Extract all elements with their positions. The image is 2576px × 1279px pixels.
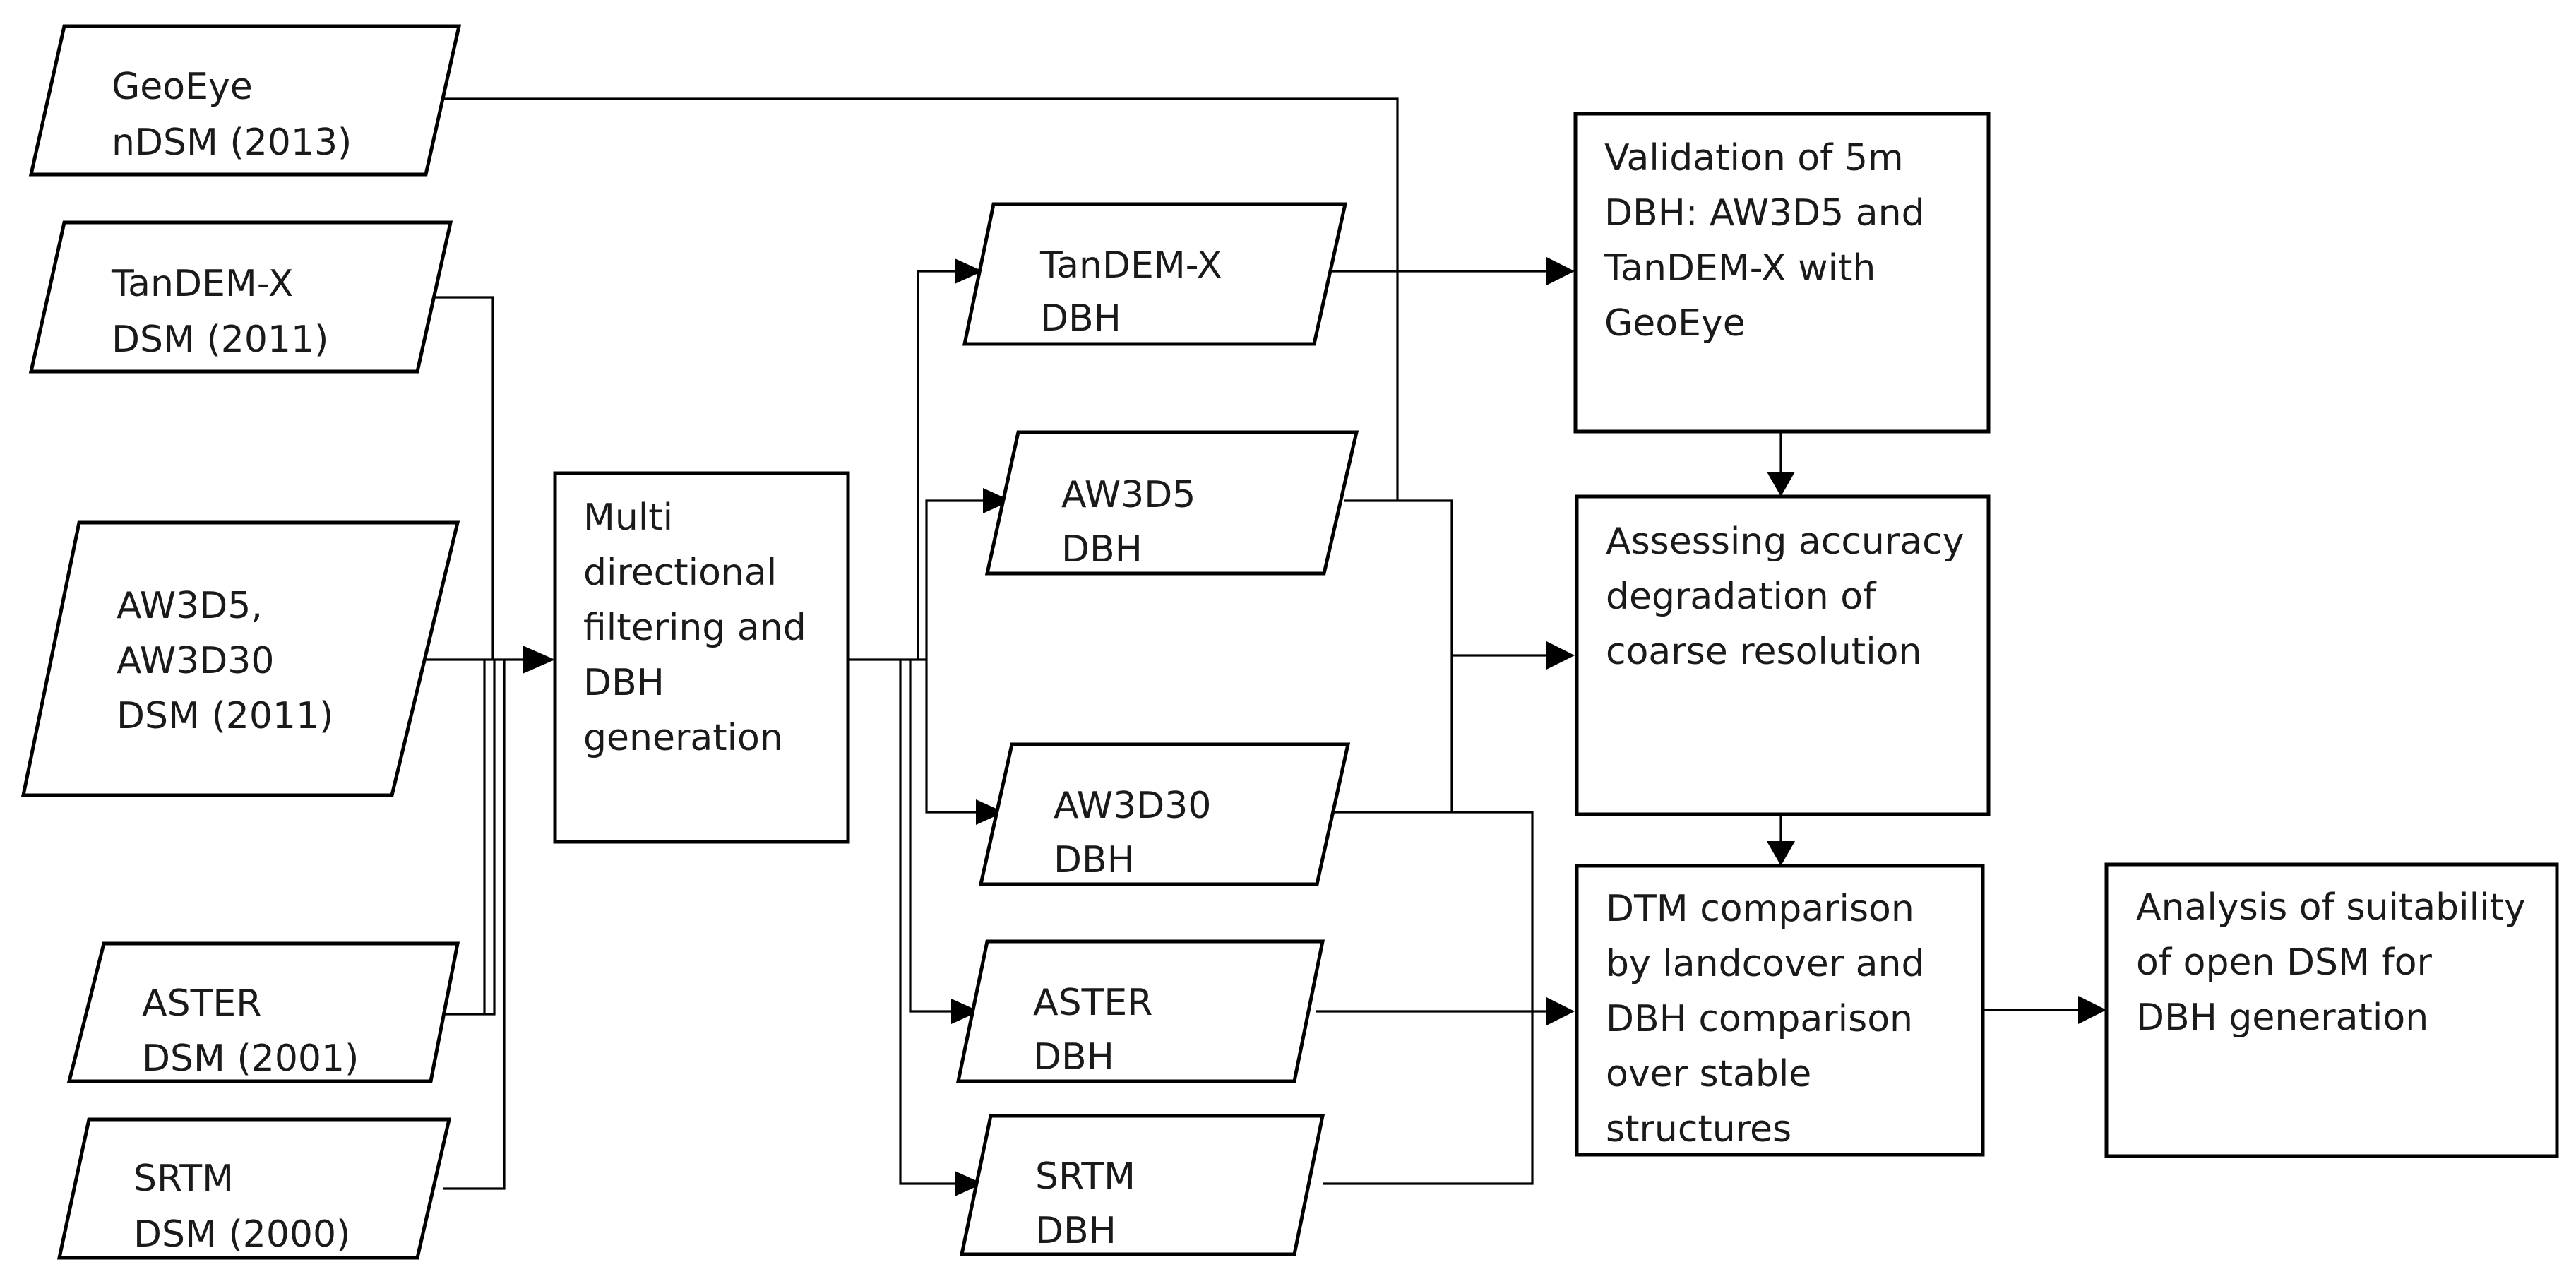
filtering-line1: Multi: [583, 496, 673, 539]
srtm-dbh-line2: DBH: [1035, 1210, 1116, 1252]
analysis-accuracy-box: Assessing accuracy degradation of coarse…: [1575, 494, 1991, 816]
aw3d-dsm-line2: AW3D30: [117, 640, 274, 682]
arrowhead-into-validation: [1546, 257, 1575, 285]
suitability-line2: of open DSM for: [2136, 941, 2433, 984]
input-tandemx-dsm: TanDEM-X DSM (2011): [28, 220, 453, 374]
aster-dbh-line2: DBH: [1033, 1036, 1114, 1078]
input-geoeye-ndsm: GeoEye nDSM (2013): [28, 24, 462, 177]
connector-to-aw3d5-dbh: [925, 499, 986, 660]
aw3d-dsm-line1: AW3D5,: [117, 585, 263, 627]
validation-line3: TanDEM-X with: [1604, 247, 1876, 290]
arrowhead-into-aster-dbh: [951, 999, 979, 1024]
filtering-line4: DBH: [583, 662, 664, 704]
comparison-line5: structures: [1606, 1108, 1791, 1150]
srtm-dbh-line1: SRTM: [1035, 1155, 1135, 1198]
srtm-dsm-line1: SRTM: [133, 1158, 234, 1200]
process-filtering-box: Multi directional filtering and DBH gene…: [553, 471, 850, 844]
comparison-line3: DBH comparison: [1606, 998, 1913, 1040]
filtering-line2: directional: [583, 552, 777, 594]
connectors: [425, 97, 2080, 1190]
accuracy-line1: Assessing accuracy: [1606, 520, 1964, 563]
accuracy-line3: coarse resolution: [1606, 631, 1921, 673]
connector-srtm-dsm: [443, 660, 506, 1190]
geoeye-line2: nDSM (2013): [112, 121, 352, 164]
aw3d5-dbh-line1: AW3D5: [1061, 474, 1195, 516]
connector-aster-dsm: [443, 660, 496, 1016]
connector-aw3d30-srtm-to-comparison: [1323, 811, 1534, 1185]
connector-to-srtm-dbh: [899, 660, 958, 1185]
tandemx-dsm-line1: TanDEM-X: [111, 263, 294, 305]
output-aw3d30-dbh: AW3D30 DBH: [978, 742, 1351, 886]
input-aw3d-dsm: AW3D5, AW3D30 DSM (2011): [20, 520, 460, 797]
comparison-line1: DTM comparison: [1606, 888, 1914, 930]
tandemx-dbh-line2: DBH: [1040, 297, 1121, 340]
srtm-dsm-line2: DSM (2000): [133, 1213, 350, 1256]
filtering-line3: filtering and: [583, 607, 806, 649]
input-aster-dsm: ASTER DSM (2001): [66, 941, 460, 1083]
connector-geoeye: [439, 97, 1399, 501]
validation-line1: Validation of 5m: [1604, 137, 1904, 179]
arrowhead-into-suitability: [2078, 996, 2106, 1024]
arrowhead-into-comparison-top: [1767, 841, 1795, 866]
arrowhead-into-tandemx-dbh: [955, 258, 983, 284]
aster-dsm-line2: DSM (2001): [142, 1037, 359, 1080]
aster-dbh-line1: ASTER: [1033, 982, 1152, 1024]
aw3d30-dbh-line1: AW3D30: [1054, 785, 1211, 827]
aw3d30-dbh-line2: DBH: [1054, 839, 1135, 881]
connector-to-aster-dbh: [909, 660, 955, 1013]
output-aster-dbh: ASTER DBH: [955, 939, 1325, 1083]
aw3d5-dbh-line2: DBH: [1061, 528, 1143, 571]
arrowhead-into-accuracy-side: [1546, 641, 1575, 670]
comparison-line2: by landcover and: [1606, 943, 1925, 985]
output-srtm-dbh: SRTM DBH: [959, 1114, 1325, 1256]
validation-line4: GeoEye: [1604, 302, 1746, 345]
filtering-line5: generation: [583, 717, 783, 759]
aw3d-dsm-line3: DSM (2011): [117, 695, 333, 737]
validation-line2: DBH: AW3D5 and: [1604, 192, 1925, 234]
input-srtm-dsm: SRTM DSM (2000): [56, 1117, 452, 1260]
geoeye-line1: GeoEye: [112, 66, 253, 108]
accuracy-line2: degradation of: [1606, 576, 1877, 618]
arrowhead-into-accuracy-top: [1767, 472, 1795, 496]
arrowhead-into-aw3d5-dbh: [983, 488, 1011, 513]
suitability-line3: DBH generation: [2136, 997, 2428, 1039]
arrowhead-into-srtm-dbh: [955, 1171, 983, 1196]
suitability-line1: Analysis of suitability: [2136, 886, 2526, 929]
output-aw3d5-dbh: AW3D5 DBH: [984, 430, 1359, 576]
tandemx-dbh-line1: TanDEM-X: [1039, 244, 1222, 287]
connector-to-tandemx-dbh: [917, 270, 958, 660]
comparison-line4: over stable: [1606, 1053, 1811, 1095]
aster-dsm-line1: ASTER: [142, 982, 261, 1025]
tandemx-dsm-line2: DSM (2011): [112, 319, 328, 361]
arrowhead-into-aw3d30-dbh: [976, 799, 1004, 825]
connector-aw3d5-to-accuracy: [1344, 499, 1453, 812]
connector-tandemx-dsm: [434, 296, 494, 660]
analysis-comparison-box: DTM comparison by landcover and DBH comp…: [1575, 864, 1985, 1157]
output-tandemx-dbh: TanDEM-X DBH: [962, 202, 1348, 346]
arrowhead-into-filtering: [523, 646, 555, 674]
connector-to-aw3d30-dbh: [925, 660, 979, 814]
arrowheads: [523, 257, 2106, 1196]
arrowhead-into-comparison-side: [1546, 997, 1575, 1025]
analysis-suitability-box: Analysis of suitability of open DSM for …: [2104, 862, 2559, 1158]
analysis-validation-box: Validation of 5m DBH: AW3D5 and TanDEM-X…: [1573, 112, 1991, 434]
